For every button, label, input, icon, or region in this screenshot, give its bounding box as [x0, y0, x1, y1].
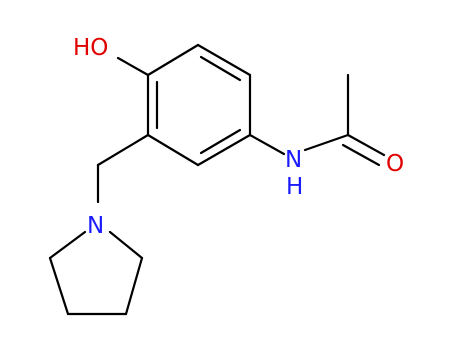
carbonyl-double-bond-b [341, 143, 381, 167]
hydroxyl-bond [116, 56, 150, 77]
ring-bond-1 [196, 43, 252, 77]
amide-hydrogen-label: H [286, 174, 303, 200]
pyrrolidine-nitrogen-label: N [87, 213, 104, 239]
ring-double-bond-1 [199, 55, 242, 82]
pyrrolidine-bond-4 [48, 256, 70, 316]
ring-bond-3 [196, 133, 252, 167]
nitrogen-to-carbonyl-bond [303, 133, 350, 152]
ring-double-bond-2 [199, 128, 242, 155]
ring-bond-6 [146, 43, 200, 77]
carbonyl-double-bond-a [346, 133, 386, 157]
pyrrolidine-bond-2 [124, 256, 144, 316]
ring-to-amide-nitrogen-bond [248, 133, 286, 156]
pyrrolidine-bond-1 [108, 230, 144, 260]
ring-to-methylene-bond [96, 133, 150, 167]
ring-bond-4 [146, 133, 200, 167]
carbonyl-oxygen-label: O [386, 151, 404, 177]
amide-nitrogen-label: N [285, 147, 302, 173]
pyrrolidine-ring [48, 230, 144, 316]
hydroxyl-label: HO [73, 35, 108, 61]
pyrrolidine-bond-5 [48, 230, 87, 260]
benzene-ring [146, 43, 252, 167]
